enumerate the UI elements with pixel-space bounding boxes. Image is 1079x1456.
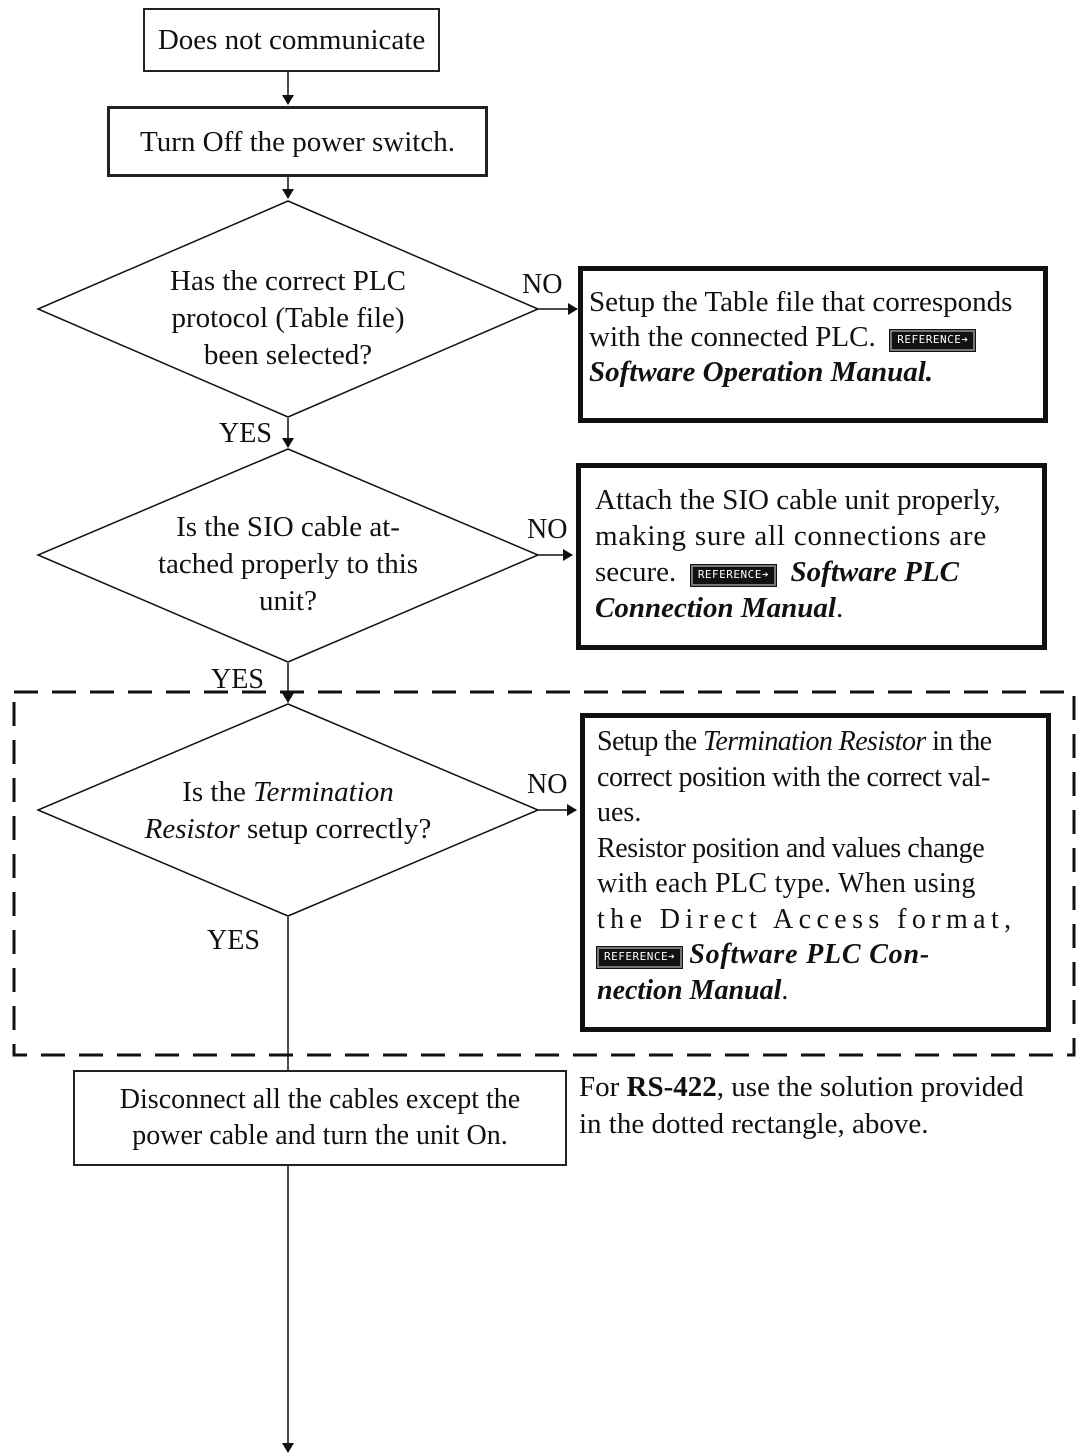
action3-line3: ues.: [597, 797, 642, 828]
action3-line7: REFERENCE➔ Software PLC Con-: [595, 937, 1040, 973]
decision2-text: Is the SIO cable at- tached properly to …: [128, 509, 448, 620]
action-box-termination: Setup the Termination Resistor in the co…: [580, 713, 1051, 1032]
decision1-line2: protocol (Table file): [171, 302, 405, 334]
disconnect-line2: power cable and turn the unit On.: [132, 1120, 508, 1151]
action1-line1: Setup the Table file that corresponds: [589, 286, 1013, 318]
action1-manual: Software Operation Manual.: [589, 356, 934, 388]
decision1-line3: been selected?: [203, 339, 373, 371]
action2-line3: secure. REFERENCE➔ Software PLC: [595, 556, 959, 588]
action3-line1: Setup the Termination Resistor in the: [597, 726, 992, 757]
decision1-text: Has the correct PLC protocol (Table file…: [128, 263, 448, 374]
action2-line1: Attach the SIO cable unit properly,: [595, 484, 1001, 516]
action3-line4: Resistor position and values change: [597, 832, 985, 864]
resistor-term: Resistor: [144, 813, 240, 845]
action2-manual: Connection Manual: [595, 592, 836, 624]
no-label-3: NO: [527, 769, 568, 800]
start-box: Does not communicate: [143, 8, 440, 72]
decision3-text: Is the Termination Resistor setup correc…: [98, 774, 478, 848]
decision3-line1: Is the Termination: [182, 776, 394, 808]
start-text: Does not communicate: [157, 24, 426, 56]
decision-diamond-2: [36, 448, 540, 663]
no-label-2: NO: [527, 514, 568, 545]
action3-line5: with each PLC type. When using: [597, 868, 976, 899]
action-box-table-file: Setup the Table file that corresponds wi…: [578, 266, 1048, 423]
reference-icon: REFERENCE➔: [689, 564, 778, 587]
action1-line2: with the connected PLC. REFERENCE➔: [589, 320, 1039, 355]
yes-label-1: YES: [219, 418, 272, 449]
decision2-line3: unit?: [259, 585, 317, 617]
decision3-line2: Resistor setup correctly?: [144, 813, 432, 845]
action2-line2: making sure all connections are: [595, 520, 988, 552]
power-off-step-box: Turn Off the power switch.: [107, 106, 488, 177]
rs422-note: For RS-422, use the solution provided in…: [579, 1069, 1075, 1143]
reference-icon: REFERENCE➔: [595, 946, 684, 969]
action3-line2: correct position with the correct val-: [597, 761, 990, 793]
rs422-note-line1: For RS-422, use the solution provided: [579, 1071, 1024, 1103]
reference-icon: REFERENCE➔: [889, 329, 977, 352]
decision2-line2: tached properly to this: [157, 548, 419, 580]
no-label-1: NO: [522, 269, 563, 300]
yes-label-2: YES: [211, 664, 264, 695]
yes-label-3: YES: [207, 925, 260, 956]
action-box-sio-cable: Attach the SIO cable unit properly, maki…: [576, 463, 1047, 650]
power-off-step-text: Turn Off the power switch.: [140, 125, 455, 158]
disconnect-step-box: Disconnect all the cables except the pow…: [73, 1070, 567, 1166]
decision2-line1: Is the SIO cable at-: [176, 511, 400, 543]
disconnect-line1: Disconnect all the cables except the: [119, 1084, 521, 1115]
action3-manual: nection Manual: [597, 974, 782, 1006]
rs422-note-line2: in the dotted rectangle, above.: [579, 1108, 929, 1140]
action3-line6: the Direct Access format,: [597, 903, 1017, 935]
decision-diamond-1: [36, 200, 540, 418]
decision-diamond-3: [36, 703, 540, 917]
termination-term: Termination: [253, 776, 394, 808]
rs422-dashed-region: [12, 690, 1076, 1057]
decision1-line1: Has the correct PLC: [170, 265, 406, 297]
